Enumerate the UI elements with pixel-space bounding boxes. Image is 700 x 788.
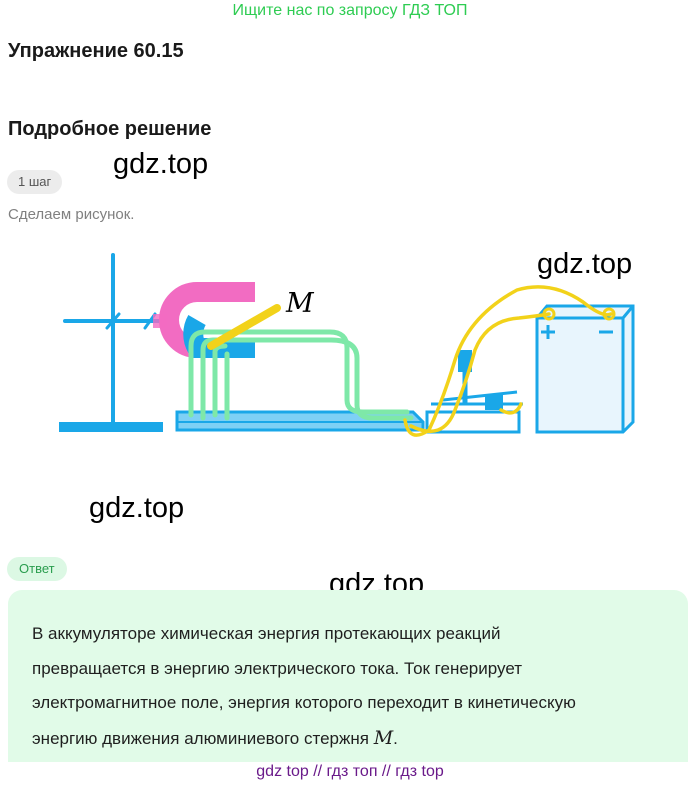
step-text: Сделаем рисунок. xyxy=(8,206,135,223)
wires xyxy=(403,285,616,437)
watermark: gdz.top xyxy=(89,492,185,524)
answer-end-punct: . xyxy=(393,728,398,748)
rails xyxy=(188,329,414,421)
aluminium-rod xyxy=(207,304,281,350)
answer-text: В аккумуляторе химическая энергия протек… xyxy=(32,617,672,756)
answer-line: энергию движения алюминиевого стержня M. xyxy=(32,721,672,757)
answer-badge: Ответ xyxy=(7,557,67,581)
key-switch xyxy=(425,350,523,434)
answer-line: электромагнитное поле, энергия которого … xyxy=(32,693,576,712)
answer-box xyxy=(8,590,688,762)
footer-links: gdz top // гдз топ // гдз top xyxy=(256,763,444,780)
watermark: gdz.top xyxy=(537,248,633,280)
lab-stand xyxy=(59,253,163,432)
math-symbol: M xyxy=(373,726,394,749)
experiment-figure: M xyxy=(59,253,635,437)
section-title: Подробное решение xyxy=(8,118,212,140)
rod-label: M xyxy=(285,288,315,319)
answer-line: В аккумуляторе химическая энергия протек… xyxy=(32,624,501,643)
answer-line-text: энергию движения алюминиевого стержня xyxy=(32,728,374,748)
watermark: gdz.top xyxy=(113,148,209,180)
exercise-title: Упражнение 60.15 xyxy=(8,40,184,62)
answer-line: превращается в энергию электрического то… xyxy=(32,658,523,678)
step-badge: 1 шаг xyxy=(7,170,63,194)
battery xyxy=(535,304,635,434)
top-banner: Ищите нас по запросу ГДЗ ТОП xyxy=(232,2,468,19)
